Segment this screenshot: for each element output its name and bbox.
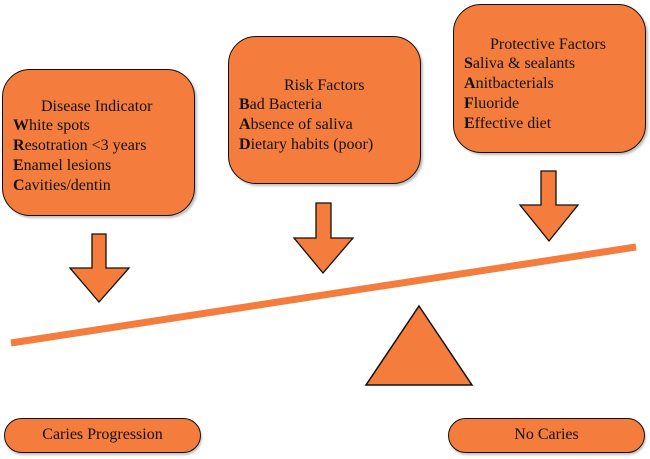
no-caries-label: No Caries [448, 418, 645, 453]
balance-beam [10, 243, 637, 347]
down-arrow-icon-disease [68, 233, 131, 303]
risk-factor-item: Dietary habits (poor) [239, 136, 374, 153]
down-arrow-icon-risk [292, 202, 355, 275]
down-arrow-icon-protective [518, 170, 580, 243]
disease-indicator-item: White spots [13, 117, 90, 134]
risk-factor-item: Bad Bacteria [239, 96, 323, 113]
protective-factor-item: Saliva & sealants [464, 55, 576, 72]
disease-indicator-title: Disease Indicator [41, 98, 153, 115]
disease-indicator-item: Enamel lesions [13, 157, 112, 174]
protective-factors-box: Protective Factors Saliva & sealants Ani… [453, 4, 646, 153]
risk-factor-item: Absence of saliva [239, 116, 353, 133]
disease-indicator-item: Resotration <3 years [13, 137, 147, 154]
risk-factors-title: Risk Factors [284, 77, 365, 94]
disease-indicator-item: Cavities/dentin [13, 177, 111, 194]
risk-factors-box: Risk Factors Bad Bacteria Absence of sal… [228, 36, 421, 184]
protective-factors-title: Protective Factors [490, 36, 606, 53]
protective-factor-item: Effective diet [464, 115, 552, 132]
caries-progression-label: Caries Progression [4, 418, 201, 453]
protective-factor-item: Fluoride [464, 95, 520, 112]
protective-factor-item: Anitbacterials [464, 75, 554, 92]
fulcrum-triangle [364, 304, 474, 386]
disease-indicator-box: Disease Indicator White spots Resotratio… [2, 69, 195, 216]
